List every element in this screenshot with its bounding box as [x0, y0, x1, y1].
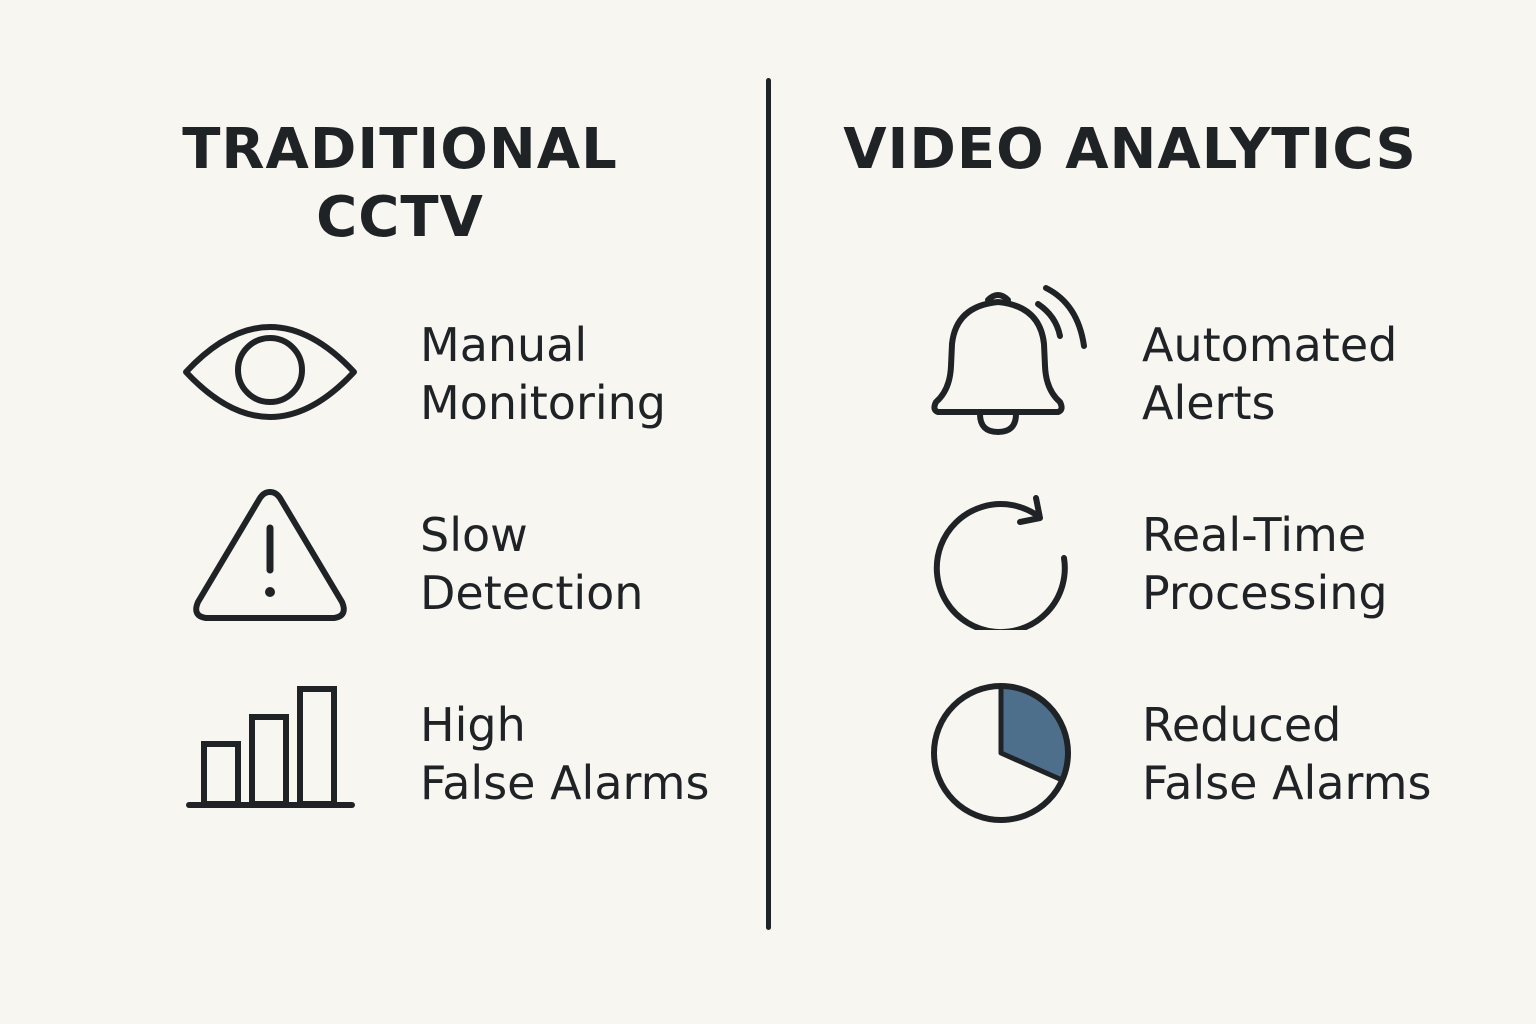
- bar-chart-icon: [186, 686, 355, 808]
- video-analytics-title: VIDEO ANALYTICS: [820, 116, 1440, 184]
- high-false-alarms-label: High False Alarms: [420, 696, 709, 812]
- real-time-processing-label: Real-Time Processing: [1142, 506, 1388, 622]
- left-title-line2: CCTV: [316, 185, 484, 250]
- automated-alerts-label: Automated Alerts: [1142, 316, 1397, 432]
- automated-alerts-line1: Automated: [1142, 318, 1398, 372]
- pie-chart-icon: [931, 683, 1071, 823]
- manual-monitoring-label: Manual Monitoring: [420, 316, 666, 432]
- high-false-alarms-line1: High: [420, 698, 526, 752]
- reduced-false-alarms-label: Reduced False Alarms: [1142, 696, 1431, 812]
- right-title-text: VIDEO ANALYTICS: [843, 117, 1417, 182]
- left-title-line1: TRADITIONAL: [182, 117, 618, 182]
- automated-alerts-line2: Alerts: [1142, 376, 1276, 430]
- slow-detection-label: Slow Detection: [420, 506, 643, 622]
- real-time-processing-line1: Real-Time: [1142, 508, 1367, 562]
- reduced-false-alarms-line2: False Alarms: [1142, 756, 1432, 810]
- reduced-false-alarms-line1: Reduced: [1142, 698, 1342, 752]
- high-false-alarms-line2: False Alarms: [420, 756, 710, 810]
- manual-monitoring-line1: Manual: [420, 318, 588, 372]
- real-time-processing-line2: Processing: [1142, 566, 1388, 620]
- slow-detection-line2: Detection: [420, 566, 644, 620]
- slow-detection-line1: Slow: [420, 508, 528, 562]
- eye-icon: [183, 324, 357, 420]
- column-divider: [766, 78, 771, 930]
- traditional-cctv-title: TRADITIONAL CCTV: [130, 116, 670, 252]
- bell-alert-icon: [931, 285, 1087, 436]
- manual-monitoring-line2: Monitoring: [420, 376, 666, 430]
- warning-triangle-icon: [193, 489, 347, 621]
- refresh-arrow-icon: [933, 495, 1068, 630]
